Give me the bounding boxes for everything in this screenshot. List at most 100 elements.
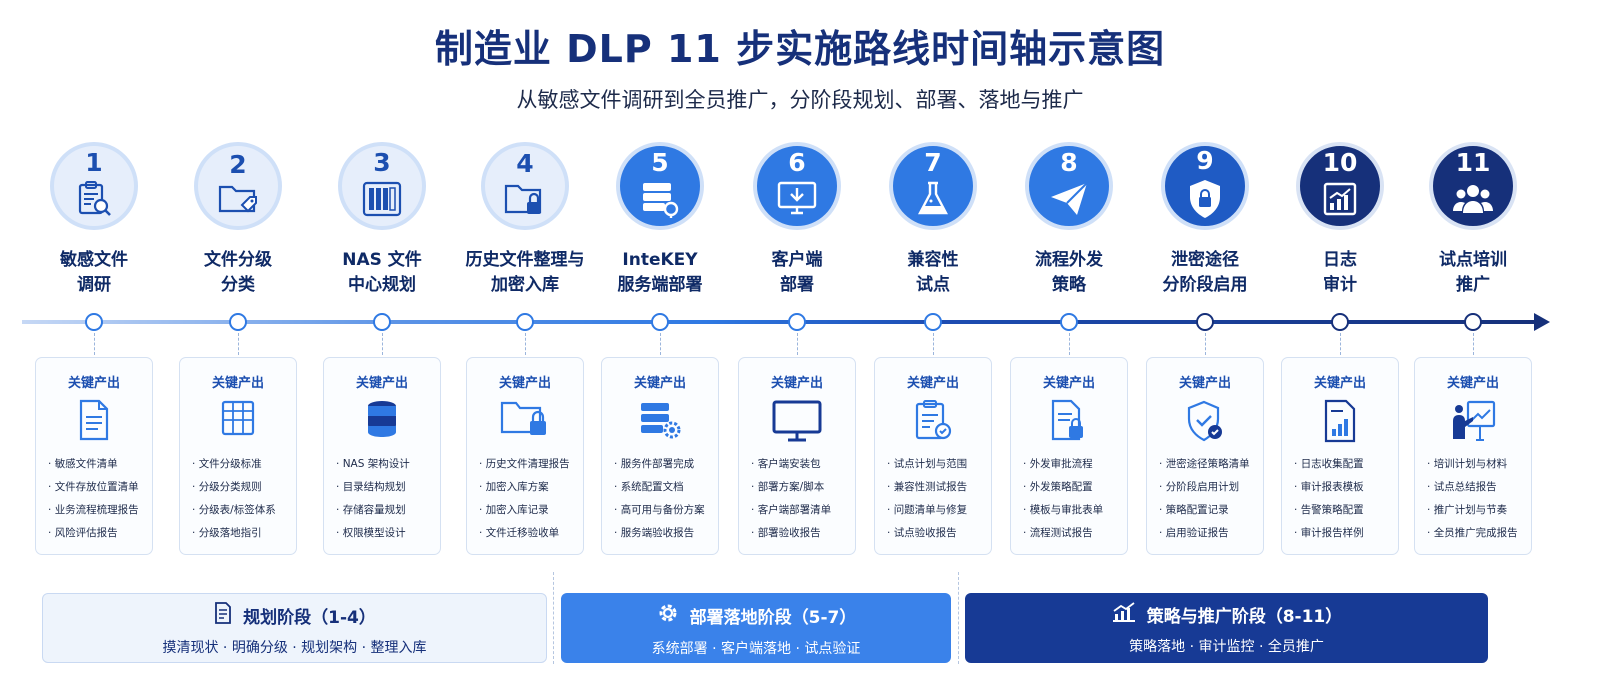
paper-plane-icon bbox=[1047, 177, 1091, 223]
output-list: NAS 架构设计目录结构规划存储容量规划权限模型设计 bbox=[324, 453, 440, 545]
step-circle: 11 bbox=[1429, 142, 1517, 230]
output-item: 高可用与备份方案 bbox=[614, 499, 718, 522]
shield-lock-icon bbox=[1185, 175, 1225, 225]
output-list: 历史文件清理报告加密入库方案加密入库记录文件迁移验收单 bbox=[467, 453, 583, 545]
server-key-icon bbox=[638, 177, 682, 223]
output-item: 部署方案/脚本 bbox=[751, 476, 855, 499]
step-number: 9 bbox=[1196, 146, 1214, 175]
output-item: 全员推广完成报告 bbox=[1427, 522, 1531, 545]
output-item: 问题清单与修复 bbox=[887, 499, 991, 522]
output-list: 外发审批流程外发策略配置模板与审批表单流程测试报告 bbox=[1011, 453, 1127, 545]
trend-chart-icon bbox=[1111, 601, 1137, 628]
output-item: 系统配置文档 bbox=[614, 476, 718, 499]
phase-separator bbox=[553, 572, 554, 664]
step-label-line: 服务端部署 bbox=[617, 275, 703, 295]
step-label-line: 策略 bbox=[1052, 275, 1086, 295]
step-number: 6 bbox=[788, 148, 806, 177]
card-output-icon bbox=[602, 399, 718, 445]
output-card: 关键产出试点计划与范围兼容性测试报告问题清单与修复试点验收报告 bbox=[874, 357, 992, 555]
step-label: 兼容性试点 bbox=[865, 248, 1001, 298]
timeline-dot bbox=[516, 313, 534, 331]
step-number: 10 bbox=[1322, 148, 1358, 177]
output-item: 历史文件清理报告 bbox=[479, 453, 583, 476]
step-circle: 3 bbox=[338, 142, 426, 230]
card-header: 关键产出 bbox=[770, 376, 823, 391]
phase-desc: 摸清现状 · 明确分级 · 规划架构 · 整理入库 bbox=[162, 640, 427, 656]
step-label: 泄密途径分阶段启用 bbox=[1137, 248, 1273, 298]
step-label: 客户端部署 bbox=[729, 248, 865, 298]
step-circle: 9 bbox=[1161, 142, 1249, 230]
step-6: 6 客户端部署 bbox=[729, 142, 865, 298]
step-label: 文件分级分类 bbox=[170, 248, 306, 298]
output-item: 部署验收报告 bbox=[751, 522, 855, 545]
step-number: 1 bbox=[85, 148, 103, 177]
timeline-dot bbox=[85, 313, 103, 331]
card-header: 关键产出 bbox=[633, 376, 686, 391]
timeline-dot bbox=[1331, 313, 1349, 331]
card-output-icon bbox=[467, 399, 583, 445]
output-item: 试点验收报告 bbox=[887, 522, 991, 545]
output-card: 关键产出客户端安装包部署方案/脚本客户端部署清单部署验收报告 bbox=[738, 357, 856, 555]
gear-icon bbox=[656, 601, 680, 630]
output-item: 试点总结报告 bbox=[1427, 476, 1531, 499]
output-card: 关键产出历史文件清理报告加密入库方案加密入库记录文件迁移验收单 bbox=[466, 357, 584, 555]
output-list: 试点计划与范围兼容性测试报告问题清单与修复试点验收报告 bbox=[875, 453, 991, 545]
phase-desc: 系统部署 · 客户端落地 · 试点验证 bbox=[651, 641, 861, 657]
step-label-line: InteKEY bbox=[622, 250, 698, 270]
output-item: 兼容性测试报告 bbox=[887, 476, 991, 499]
timeline-dot bbox=[1060, 313, 1078, 331]
step-circle: 6 bbox=[753, 142, 841, 230]
phase-title: 部署落地阶段（5-7） bbox=[689, 608, 857, 628]
step-label-line: 调研 bbox=[77, 275, 111, 295]
output-item: 权限模型设计 bbox=[336, 522, 440, 545]
step-circle: 1 bbox=[50, 142, 138, 230]
step-label-line: 历史文件整理与 bbox=[465, 250, 585, 270]
connector-line bbox=[660, 333, 661, 355]
step-label-line: 分阶段启用 bbox=[1162, 275, 1248, 295]
connector-line bbox=[238, 333, 239, 355]
step-9: 9 泄密途径分阶段启用 bbox=[1137, 142, 1273, 298]
step-label-line: 泄密途径 bbox=[1171, 250, 1239, 270]
output-card: 关键产出泄密途径策略清单分阶段启用计划策略配置记录启用验证报告 bbox=[1146, 357, 1264, 555]
phase-title: 策略与推广阶段（8-11） bbox=[1146, 607, 1343, 627]
card-output-icon bbox=[1147, 399, 1263, 445]
card-output-icon bbox=[180, 399, 296, 445]
card-header: 关键产出 bbox=[67, 376, 120, 391]
timeline-dot bbox=[651, 313, 669, 331]
output-list: 培训计划与材料试点总结报告推广计划与节奏全员推广完成报告 bbox=[1415, 453, 1531, 545]
connector-line bbox=[1340, 333, 1341, 355]
card-header: 关键产出 bbox=[1446, 376, 1499, 391]
step-label: 历史文件整理与加密入库 bbox=[457, 248, 593, 298]
phase-planning: 规划阶段（1-4） 摸清现状 · 明确分级 · 规划架构 · 整理入库 bbox=[42, 593, 547, 663]
step-label-line: 部署 bbox=[780, 275, 814, 295]
output-item: 文件存放位置清单 bbox=[48, 476, 152, 499]
card-header: 关键产出 bbox=[1313, 376, 1366, 391]
output-list: 日志收集配置审计报表模板告警策略配置审计报告样例 bbox=[1282, 453, 1398, 545]
output-item: 存储容量规划 bbox=[336, 499, 440, 522]
step-number: 2 bbox=[229, 150, 247, 179]
step-number: 5 bbox=[651, 148, 669, 177]
output-item: 外发审批流程 bbox=[1023, 453, 1127, 476]
output-list: 服务件部署完成系统配置文档高可用与备份方案服务端验收报告 bbox=[602, 453, 718, 545]
card-header: 关键产出 bbox=[1178, 376, 1231, 391]
step-label-line: 兼容性 bbox=[907, 250, 959, 270]
phase-deployment: 部署落地阶段（5-7） 系统部署 · 客户端落地 · 试点验证 bbox=[561, 593, 951, 663]
step-circle: 7 bbox=[889, 142, 977, 230]
connector-line bbox=[797, 333, 798, 355]
output-item: 分级落地指引 bbox=[192, 522, 296, 545]
step-circle: 10 bbox=[1296, 142, 1384, 230]
connector-line bbox=[525, 333, 526, 355]
connector-line bbox=[94, 333, 95, 355]
output-item: 泄密途径策略清单 bbox=[1159, 453, 1263, 476]
step-label: 试点培训推广 bbox=[1405, 248, 1541, 298]
step-11: 11 试点培训推广 bbox=[1405, 142, 1541, 298]
card-header: 关键产出 bbox=[211, 376, 264, 391]
output-item: 试点计划与范围 bbox=[887, 453, 991, 476]
step-label-line: NAS 文件 bbox=[342, 250, 422, 270]
step-label-line: 推广 bbox=[1456, 275, 1490, 295]
output-item: 文件迁移验收单 bbox=[479, 522, 583, 545]
